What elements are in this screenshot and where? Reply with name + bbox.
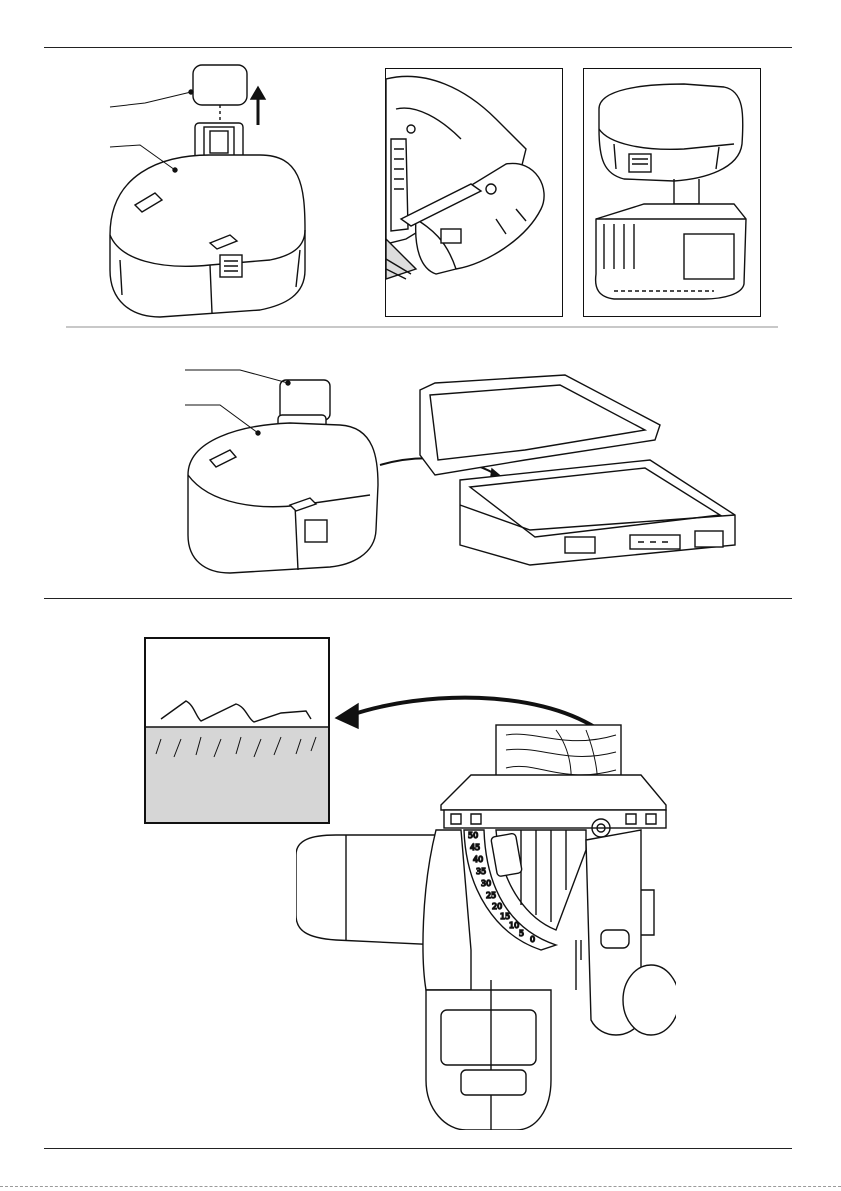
bevel-label: 30 xyxy=(481,879,491,888)
battery-cap-illustration xyxy=(100,55,310,325)
bottom-rule xyxy=(44,1148,792,1149)
figure-battery-in-saw xyxy=(385,68,563,317)
bevel-label: 10 xyxy=(509,921,519,930)
section-divider xyxy=(66,326,778,328)
top-rule xyxy=(44,47,792,48)
figure-battery-into-case xyxy=(180,365,745,575)
bevel-label: 45 xyxy=(470,843,480,852)
figure-battery-on-charger xyxy=(583,68,761,317)
case-illustration xyxy=(180,365,745,575)
bevel-label: 40 xyxy=(473,855,483,864)
battery-cap xyxy=(193,65,247,105)
bevel-label: 25 xyxy=(486,891,496,900)
saw-body xyxy=(423,830,471,990)
figure-battery-cap-removed xyxy=(100,55,310,325)
figure-saw-bevel: 50 45 40 35 30 25 20 15 10 5 0 xyxy=(296,690,676,1130)
arrow-to-detail-icon xyxy=(351,698,596,728)
saw-battery xyxy=(441,1010,536,1065)
charger-illustration xyxy=(584,69,760,316)
bevel-label: 20 xyxy=(492,902,502,911)
battery-pack xyxy=(599,84,743,181)
case-lid xyxy=(420,375,660,475)
case-base xyxy=(460,460,735,565)
bevel-label: 5 xyxy=(519,929,524,938)
page-edge xyxy=(0,1186,841,1187)
base-plate xyxy=(441,775,666,810)
saw-handle xyxy=(296,835,441,945)
battery-pack-body xyxy=(110,155,305,317)
bevel-label: 35 xyxy=(476,867,486,876)
saw-battery-illustration xyxy=(386,69,562,316)
bevel-label: 50 xyxy=(468,831,478,840)
blade-teeth xyxy=(161,701,311,722)
bevel-label: 0 xyxy=(530,935,535,944)
battery-cap xyxy=(280,380,330,420)
bevel-label: 15 xyxy=(500,912,510,921)
saw-bevel-illustration: 50 45 40 35 30 25 20 15 10 5 0 xyxy=(296,690,676,1130)
section-rule xyxy=(44,598,792,599)
